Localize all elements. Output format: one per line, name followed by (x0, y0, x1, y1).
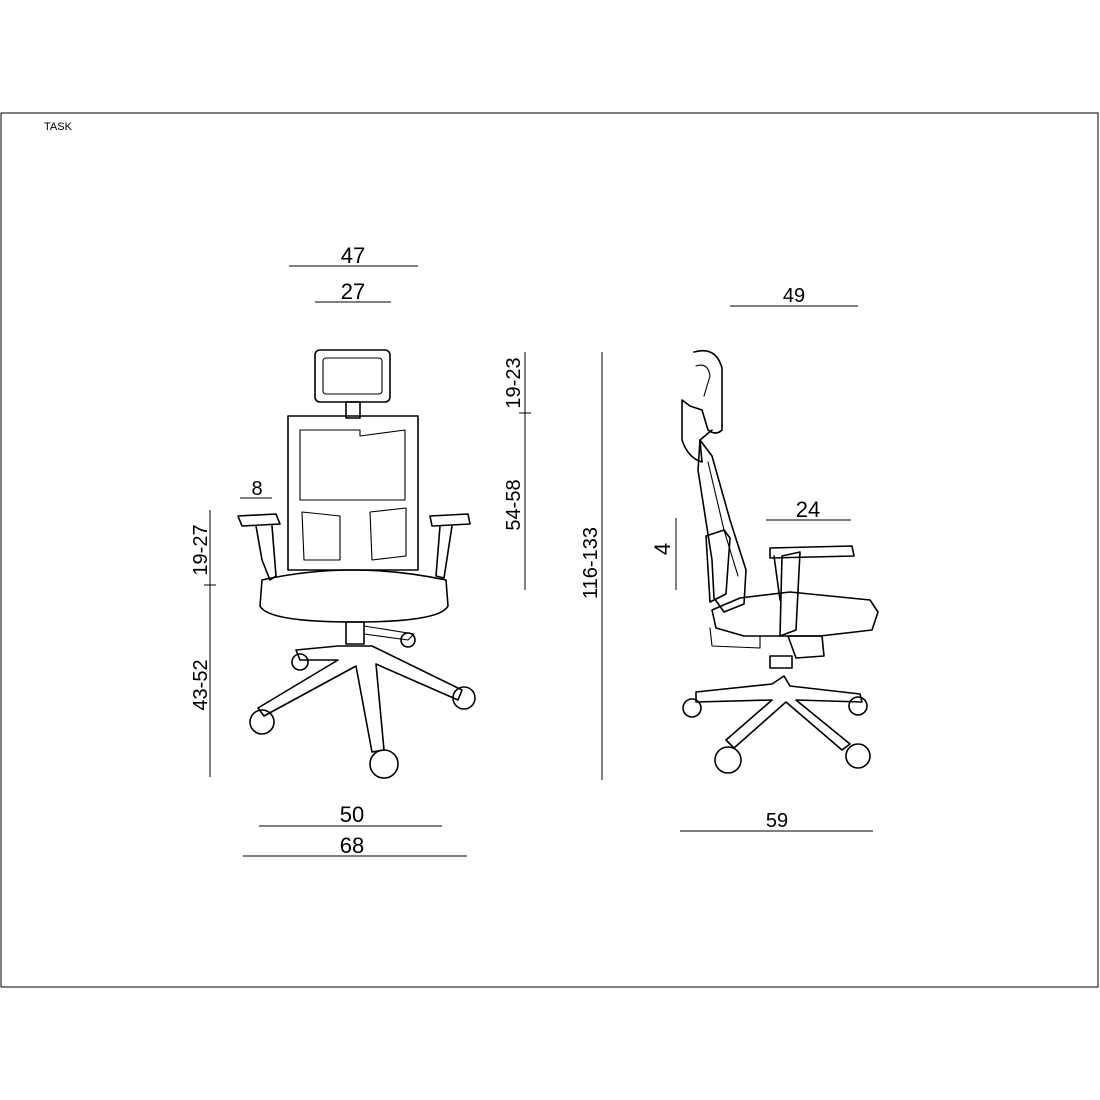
front-seat (259, 569, 449, 623)
side-headrest-inner (695, 364, 711, 397)
side-armrest-post (773, 551, 801, 637)
dim-overall-height: 116-133 (580, 527, 602, 599)
front-caster-left (249, 709, 275, 735)
front-lumbar-right (369, 507, 407, 561)
dim-headrest-width: 27 (341, 279, 365, 304)
dim-lumbar-adjust: 4 (650, 543, 675, 555)
front-headrest-post (345, 401, 361, 419)
dim-seat-height: 43-52 (190, 659, 212, 710)
side-lumbar (705, 529, 731, 603)
front-caster-front (369, 749, 399, 779)
side-gas-lift (769, 655, 793, 669)
front-gas-lift (345, 621, 365, 645)
side-armrest-pad (769, 545, 855, 559)
front-backrest-mesh (299, 429, 406, 501)
side-seat (711, 591, 879, 637)
front-backrest (287, 415, 419, 571)
dim-base-depth: 59 (766, 810, 788, 832)
side-view-chair (681, 349, 879, 774)
sheet-title: TASK (44, 121, 73, 133)
dim-backrest-height: 54-58 (503, 479, 525, 530)
dim-overall-width-top: 47 (341, 243, 365, 268)
side-mechanism (787, 635, 825, 659)
dim-seat-width: 50 (340, 802, 364, 827)
front-caster-right (452, 686, 476, 710)
drawing-frame (0, 112, 1099, 988)
side-star-base (695, 675, 863, 751)
side-seat-bottom (709, 627, 761, 649)
front-view-chair (237, 349, 476, 779)
front-lever (363, 625, 415, 641)
dim-base-width: 68 (340, 833, 364, 858)
front-star-base (257, 645, 463, 753)
dim-armrest-depth: 24 (796, 497, 820, 522)
front-lumbar-left (301, 511, 341, 561)
side-headrest (681, 349, 723, 463)
side-caster-front-right (845, 743, 871, 769)
dim-depth-top: 49 (783, 285, 805, 307)
dim-armrest-width: 8 (251, 478, 262, 500)
dim-armrest-height: 19-27 (190, 524, 212, 575)
side-caster-back-right (848, 696, 868, 716)
front-caster-back-right (400, 632, 416, 648)
dim-headrest-adjust: 19-23 (503, 357, 525, 408)
side-caster-front-left (714, 746, 742, 774)
side-caster-back-left (682, 698, 702, 718)
front-armrest-left (237, 513, 281, 581)
side-backrest (697, 439, 747, 613)
front-caster-back-left (291, 653, 309, 671)
front-armrest-right (429, 513, 471, 579)
front-headrest-pad (322, 357, 383, 395)
